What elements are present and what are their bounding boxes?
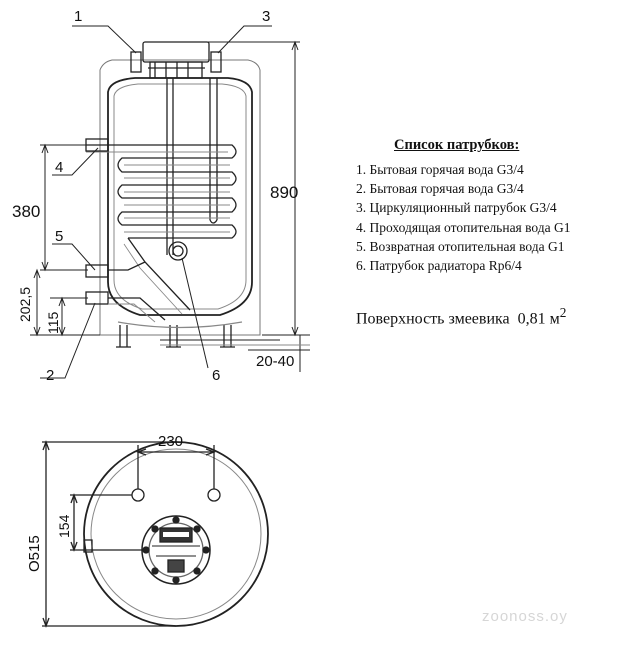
dimension-202-5: 202,5 bbox=[17, 287, 33, 322]
callout-4: 4 bbox=[55, 159, 63, 176]
watermark: zoonoss.oy bbox=[482, 608, 568, 625]
tank-top-view bbox=[42, 440, 269, 628]
callout-3: 3 bbox=[262, 8, 270, 25]
dimension-diameter: O515 bbox=[26, 535, 43, 572]
legend-item: 4. Проходящая отопительная вода G1 bbox=[356, 219, 571, 235]
callout-6: 6 bbox=[212, 367, 220, 384]
dimension-feet: 20-40 bbox=[256, 353, 294, 370]
surface-unit-exponent: 2 bbox=[559, 305, 567, 320]
dimension-115: 115 bbox=[45, 311, 61, 334]
heat-exchanger-coil bbox=[86, 144, 237, 315]
legend-item: 6. Патрубок радиатора Rp6/4 bbox=[356, 258, 522, 274]
legend-item: 3. Циркуляционный патрубок G3/4 bbox=[356, 200, 557, 216]
callout-5: 5 bbox=[55, 228, 63, 245]
surface-label: Поверхность змеевика bbox=[356, 310, 510, 328]
dimension-890: 890 bbox=[270, 183, 298, 202]
surface-value: 0,81 м bbox=[517, 310, 560, 328]
side-view-dimensions bbox=[30, 40, 310, 372]
dimension-380: 380 bbox=[12, 202, 40, 221]
legend-item: 1. Бытовая горячая вода G3/4 bbox=[356, 162, 524, 177]
dimension-230: 230 bbox=[158, 433, 183, 450]
legend-item: 5. Возвратная отопительная вода G1 bbox=[356, 238, 565, 254]
legend-title: Список патрубков: bbox=[394, 137, 520, 153]
dimension-154: 154 bbox=[56, 514, 72, 538]
callout-2: 2 bbox=[46, 367, 54, 384]
callout-leaders bbox=[40, 25, 272, 379]
coil-surface-note: Поверхность змеевика 0,81 м2 bbox=[356, 305, 566, 328]
callout-1: 1 bbox=[74, 8, 82, 25]
nozzle-legend: Список патрубков: 1. Бытовая горячая вод… bbox=[356, 137, 636, 275]
tank-side-view bbox=[85, 41, 261, 348]
legend-item: 2. Бытовая горячая вода G3/4 bbox=[356, 181, 524, 197]
